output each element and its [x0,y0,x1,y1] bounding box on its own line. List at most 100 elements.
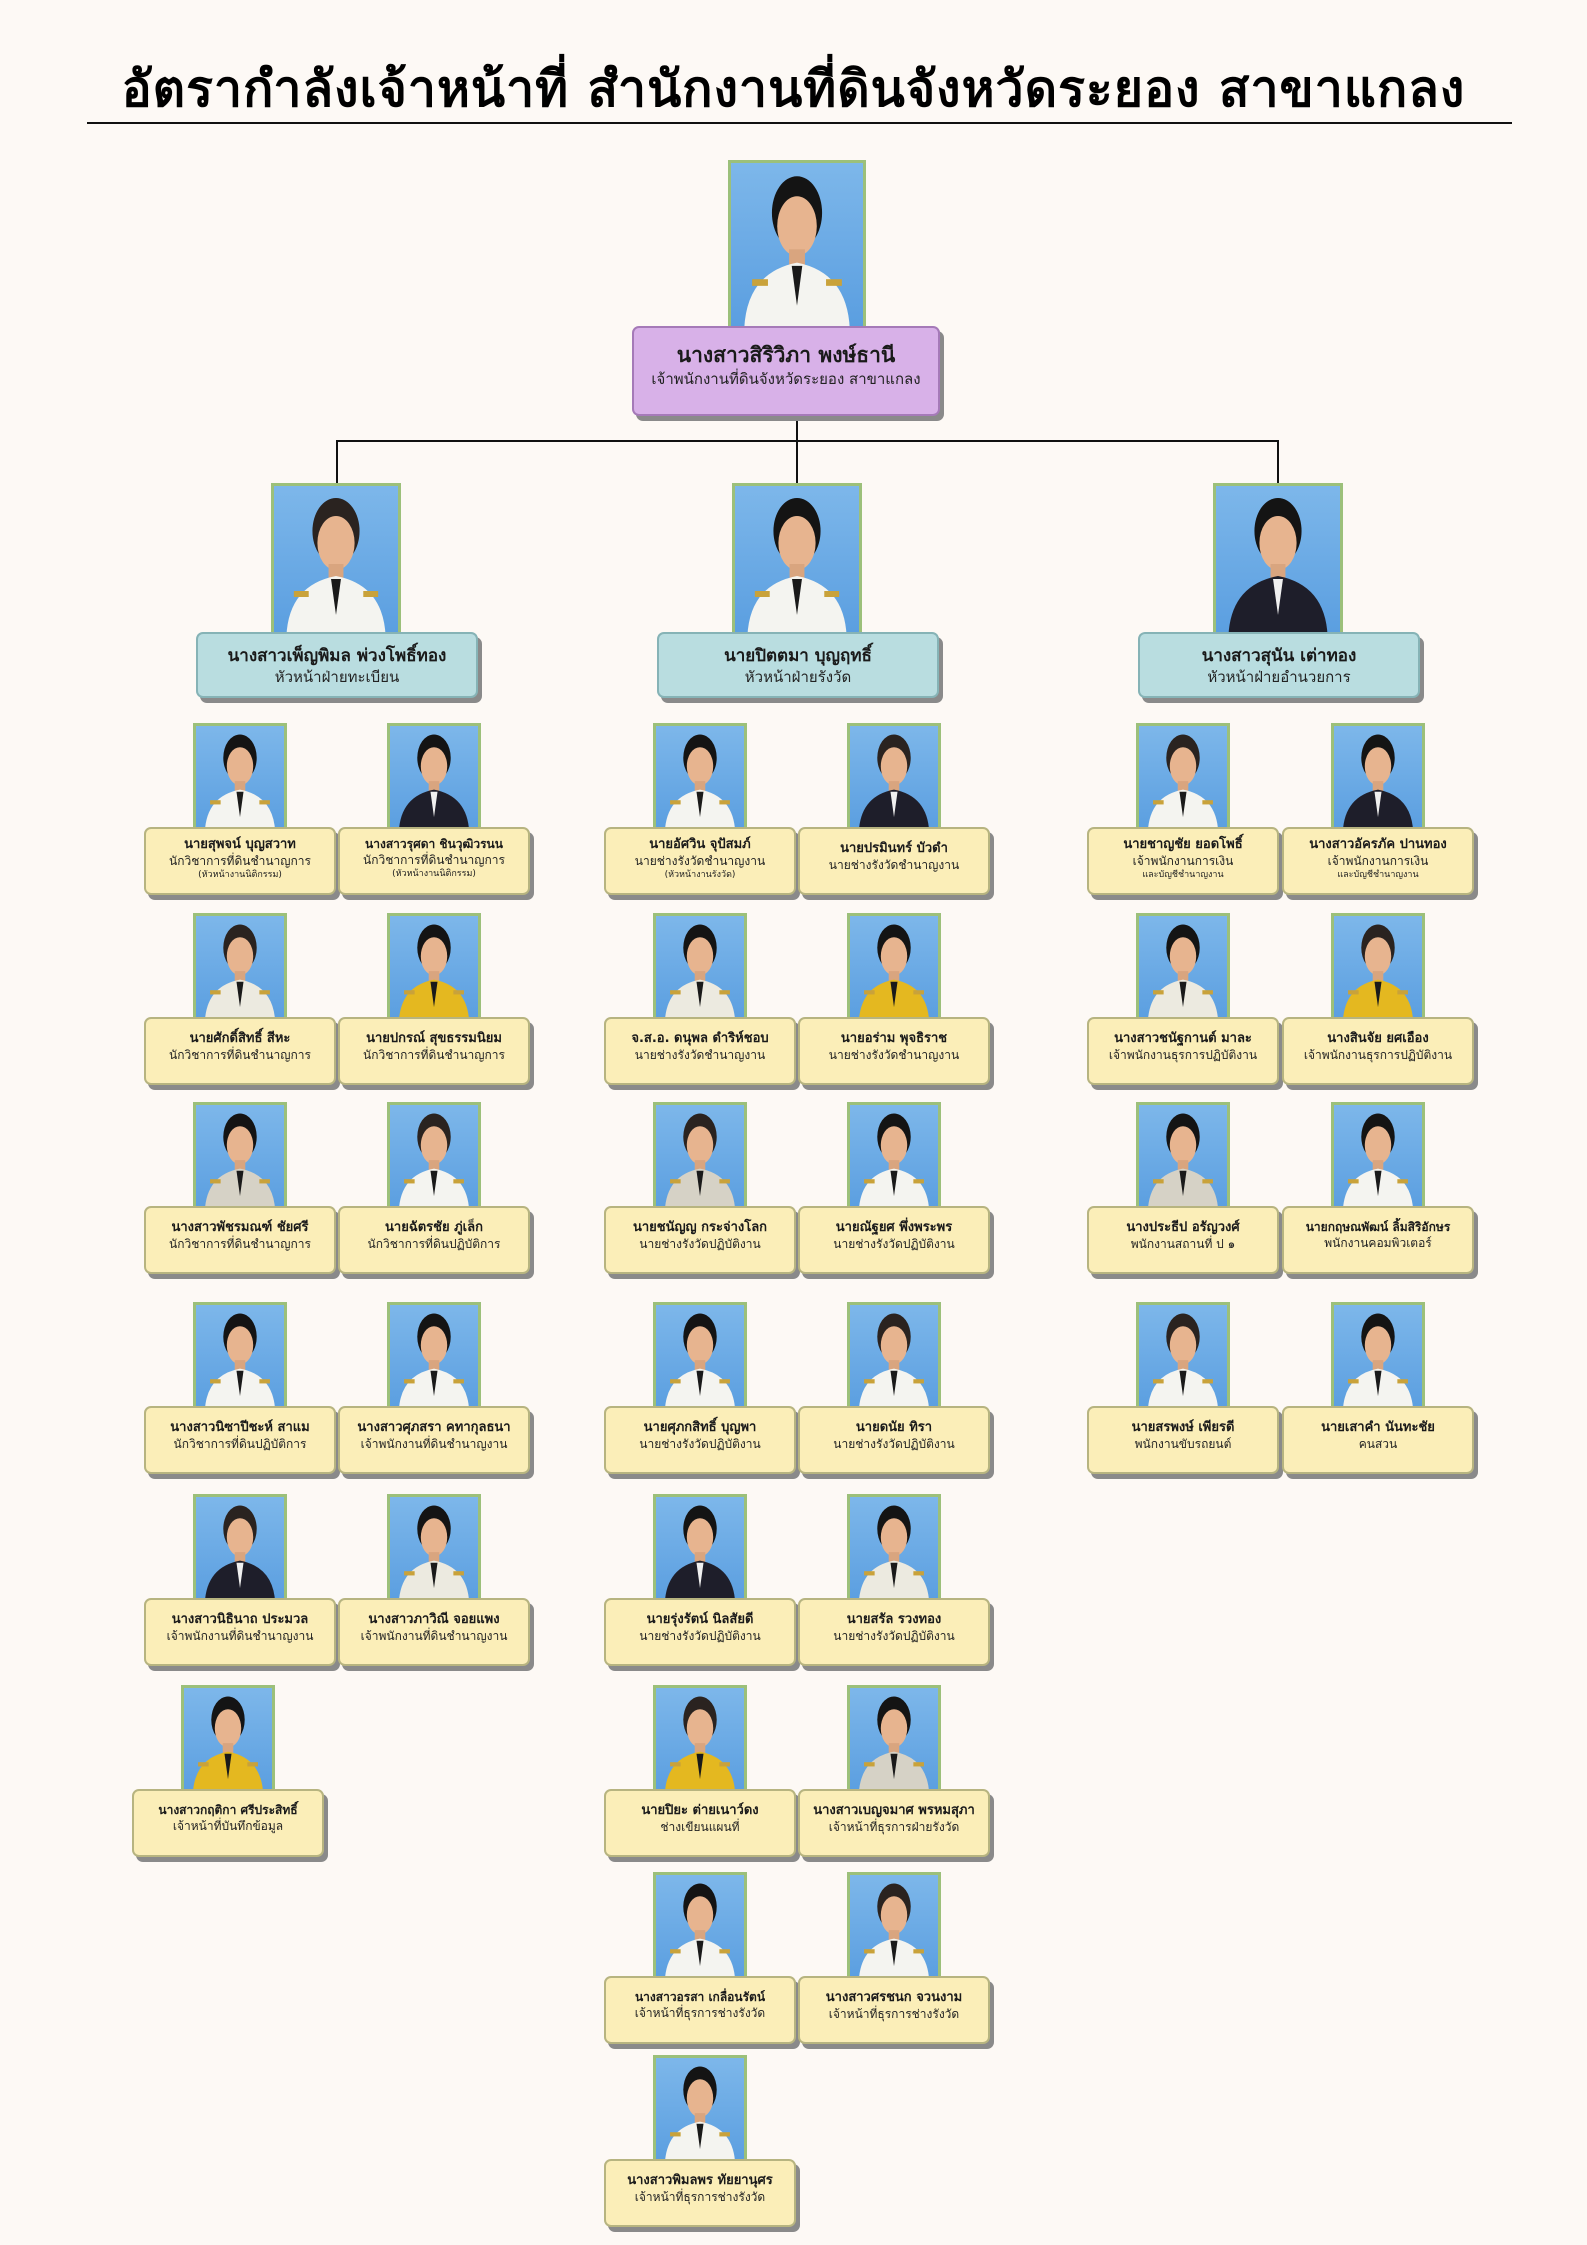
staff-photo [653,1494,747,1606]
person-position: เจ้าพนักงานที่ดินชำนาญงาน [340,1436,528,1452]
staff-photo [847,913,941,1025]
person-name: นางสาวอัครภัค ปานทอง [1284,836,1472,853]
staff-card: นางสาวภาวิณี จอยแพงเจ้าพนักงานที่ดินชำนา… [338,1598,530,1666]
person-name: นางสาวเบญจมาศ พรหมสุภา [800,1802,988,1819]
person-name: นางสาวพัชรมณฑ์ ชัยศรี [146,1219,334,1236]
person-position: เจ้าหน้าที่ธุรการช่างรังวัด [800,2006,988,2022]
chart-title: อัตรากำลังเจ้าหน้าที่ สำนักงานที่ดินจังห… [0,50,1587,129]
staff-photo [193,1494,287,1606]
person-position: ช่างเขียนแผนที่ [606,1819,794,1835]
connector-right [1277,440,1279,483]
staff-card: นายศุภกสิทธิ์ บุญพานายช่างรังวัดปฏิบัติง… [604,1406,796,1474]
person-position: นายช่างรังวัดปฏิบัติงาน [800,1628,988,1644]
person-position: นักวิชาการที่ดินชำนาญการ [340,852,528,868]
staff-card: นายชนัญญ กระจ่างโลกนายช่างรังวัดปฏิบัติง… [604,1206,796,1274]
staff-card: นายฉัตรชัย ภู่เล็กนักวิชาการที่ดินปฏิบัต… [338,1206,530,1274]
head-photo [728,160,866,332]
staff-photo [193,1302,287,1414]
person-position: นายช่างรังวัดชำนาญงาน [606,1047,794,1063]
staff-photo [847,1102,941,1214]
person-position: นักวิชาการที่ดินปฏิบัติการ [146,1436,334,1452]
person-position: เจ้าพนักงานที่ดินชำนาญงาน [146,1628,334,1644]
person-name: นางสาวนิธินาถ ประมวล [146,1611,334,1628]
staff-card: นางสาวเบญจมาศ พรหมสุภาเจ้าหน้าที่ธุรการฝ… [798,1789,990,1857]
person-name: นายเสาคำ นันทะชัย [1284,1419,1472,1436]
staff-photo [653,1685,747,1797]
person-note: (หัวหน้างานนิติกรรม) [146,869,334,881]
person-position: นักวิชาการที่ดินชำนาญการ [146,1047,334,1063]
person-name: นางสาวชนัฐกานต์ มาละ [1089,1030,1277,1047]
staff-photo [181,1685,275,1797]
staff-card: นางสาวอรสา เกลื่อนรัตน์เจ้าหน้าที่ธุรการ… [604,1976,796,2044]
staff-card: นางสาวรุศดา ชินวุฒิวรนนนักวิชาการที่ดินช… [338,827,530,895]
staff-photo [387,1102,481,1214]
staff-photo [653,723,747,835]
person-name: นางสินจัย ยศเอือง [1284,1030,1472,1047]
person-name: นางสาวศรชนก จวนงาม [800,1989,988,2006]
staff-card: นายชาญชัย ยอดโพธิ์เจ้าพนักงานการเงินและบ… [1087,827,1279,895]
person-name: นายสรัล รวงทอง [800,1611,988,1628]
staff-photo [847,1872,941,1984]
person-name: นายปิยะ ต่ายเนาว์ดง [606,1802,794,1819]
person-position: เจ้าหน้าที่บันทึกข้อมูล [134,1818,322,1834]
person-name: นายรุ่งรัตน์ นิลสัยดี [606,1611,794,1628]
person-position: นายช่างรังวัดชำนาญงาน [800,857,988,873]
person-position: นายช่างรังวัดปฏิบัติงาน [606,1236,794,1252]
person-name: นายฉัตรชัย ภู่เล็ก [340,1219,528,1236]
staff-photo [847,1685,941,1797]
staff-card: นายปกรณ์ สุขธรรมนิยมนักวิชาการที่ดินชำนา… [338,1017,530,1085]
person-position: เจ้าพนักงานที่ดินชำนาญงาน [340,1628,528,1644]
person-name: นายชนัญญ กระจ่างโลก [606,1219,794,1236]
staff-card: นางสาวนิธินาถ ประมวลเจ้าพนักงานที่ดินชำน… [144,1598,336,1666]
staff-photo [387,1494,481,1606]
person-name: นางสาวนิซาปีชะห์ สาแม [146,1419,334,1436]
staff-card: นางสาวศรชนก จวนงามเจ้าหน้าที่ธุรการช่างร… [798,1976,990,2044]
staff-card: นางสาวชนัฐกานต์ มาละเจ้าพนักงานธุรการปฏิ… [1087,1017,1279,1085]
person-position: เจ้าหน้าที่ธุรการช่างรังวัด [606,2005,794,2021]
staff-card: นายดนัย ทิรานายช่างรังวัดปฏิบัติงาน [798,1406,990,1474]
staff-card: นายปรมินทร์ บัวดำนายช่างรังวัดชำนาญงาน [798,827,990,895]
person-position: คนสวน [1284,1436,1472,1452]
person-note: (หัวหน้างานรังวัด) [606,869,794,881]
staff-photo [1136,1102,1230,1214]
staff-photo [1136,913,1230,1025]
person-name: นายสุพจน์ บุญสวาท [146,836,334,853]
manager-card: นางสาวเพ็ญพิมล พ่วงโพธิ์ทองหัวหน้าฝ่ายทะ… [196,632,478,698]
person-name: จ.ส.อ. ดนุพล ดำริห์ชอบ [606,1030,794,1047]
staff-photo [1331,913,1425,1025]
person-position: นายช่างรังวัดชำนาญงาน [800,1047,988,1063]
title-underline [87,122,1512,124]
staff-photo [847,1302,941,1414]
staff-photo [653,2055,747,2167]
staff-card: นายรุ่งรัตน์ นิลสัยดีนายช่างรังวัดปฏิบัต… [604,1598,796,1666]
person-position: เจ้าพนักงานการเงิน [1284,853,1472,869]
person-position: หัวหน้าฝ่ายรังวัด [659,667,937,687]
person-position: นักวิชาการที่ดินชำนาญการ [146,1236,334,1252]
staff-card: จ.ส.อ. ดนุพล ดำริห์ชอบนายช่างรังวัดชำนาญ… [604,1017,796,1085]
person-position: พนักงานสถานที่ ป ๑ [1089,1236,1277,1252]
staff-photo [1331,1102,1425,1214]
person-position: เจ้าหน้าที่ธุรการช่างรังวัด [606,2189,794,2205]
person-name: นางสาวภาวิณี จอยแพง [340,1611,528,1628]
staff-photo [193,723,287,835]
person-position: เจ้าหน้าที่ธุรการฝ่ายรังวัด [800,1819,988,1835]
staff-photo [1136,723,1230,835]
connector-horizontal [336,440,1279,442]
person-name: นายชาญชัย ยอดโพธิ์ [1089,836,1277,853]
staff-photo [193,913,287,1025]
person-name: นางสาวพิมลพร ทัยยานุศร [606,2172,794,2189]
staff-card: นางสาวพัชรมณฑ์ ชัยศรีนักวิชาการที่ดินชำน… [144,1206,336,1274]
manager-card: นางสาวสุนัน เต่าทองหัวหน้าฝ่ายอำนวยการ [1138,632,1420,698]
person-name: นางสาวศุภสรา คทากุลธนา [340,1419,528,1436]
person-note: และบัญชีชำนาญงาน [1284,869,1472,881]
person-name: นางสาวสุนัน เต่าทอง [1140,645,1418,667]
staff-photo [847,1494,941,1606]
person-note: (หัวหน้างานนิติกรรม) [340,868,528,880]
person-name: นางสาวรุศดา ชินวุฒิวรนน [340,836,528,852]
person-name: นางสาวเพ็ญพิมล พ่วงโพธิ์ทอง [198,645,476,667]
person-note: และบัญชีชำนาญงาน [1089,869,1277,881]
person-position: นายช่างรังวัดปฏิบัติงาน [800,1236,988,1252]
staff-card: นายสรัล รวงทองนายช่างรังวัดปฏิบัติงาน [798,1598,990,1666]
manager-photo [1213,483,1343,639]
person-name: นางสาวอรสา เกลื่อนรัตน์ [606,1989,794,2005]
